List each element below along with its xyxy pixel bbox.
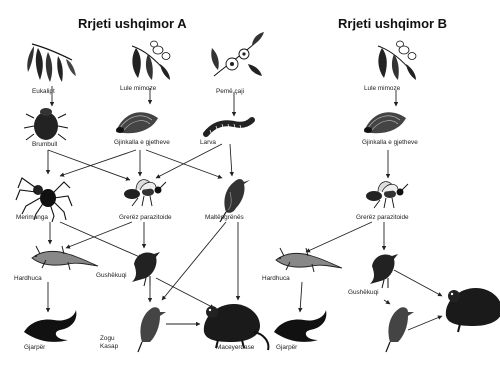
lule-mimoza-icon (378, 41, 416, 80)
label-gjarper-b: Gjarpër (276, 344, 298, 351)
label-gushekuqi-b: Gushëkuqi (348, 289, 379, 296)
web-b-title: Rrjeti ushqimor B (338, 16, 447, 31)
label-brumbull: Brumbull (32, 141, 57, 148)
label-maceyerdase: Maceyerdase (216, 344, 255, 351)
bird-icon (370, 254, 398, 288)
lule-mimoza-icon (132, 41, 170, 80)
snake-icon (24, 310, 76, 342)
caterpillar-icon (206, 120, 252, 136)
wasp-icon (124, 180, 166, 206)
lizard-icon (276, 248, 342, 272)
bird-icon (138, 307, 166, 352)
web-a-title: Rrjeti ushqimor A (78, 16, 187, 31)
lizard-icon (32, 246, 98, 270)
label-peme-caji: Pemë çaji (216, 88, 244, 95)
label-merimanga: Merimanga (16, 214, 48, 221)
label-eukalipt: Eukalipt (32, 88, 55, 95)
possum-icon (446, 288, 500, 332)
label-zogu-kasap-line1: Zogu (100, 335, 115, 342)
label-lule-mimoza-b: Lule mimoze (364, 85, 401, 92)
beetle-icon (24, 108, 68, 140)
label-gushekuqi-a: Gushëkuqi (96, 272, 127, 279)
moth-icon (116, 112, 158, 133)
peme-caji-icon (211, 32, 264, 76)
label-hardhuca-a: Hardhuca (14, 275, 42, 282)
label-gjinkalla-b: Gjinkalla e gjetheve (362, 139, 418, 146)
label-maltengrenis: Maltëngrënës (205, 214, 244, 221)
label-grerez-b: Grerëz parazitoide (356, 214, 409, 221)
eukalipt-icon (27, 44, 76, 82)
label-grerez-a: Grerëz parazitoide (119, 214, 172, 221)
label-hardhuca-b: Hardhuca (262, 275, 290, 282)
bird-icon (132, 252, 160, 286)
label-gjinkalla-a: Gjinkalla e gjetheve (114, 139, 170, 146)
label-gjarper-a: Gjarpër (24, 344, 46, 351)
label-larva: Larva (200, 139, 216, 146)
moth-icon (364, 112, 406, 133)
label-zogu-kasap: Kasap (100, 343, 119, 350)
snake-icon (274, 310, 326, 342)
label-lule-mimoza-a: Lule mimoze (120, 85, 157, 92)
wasp-icon (366, 182, 408, 208)
